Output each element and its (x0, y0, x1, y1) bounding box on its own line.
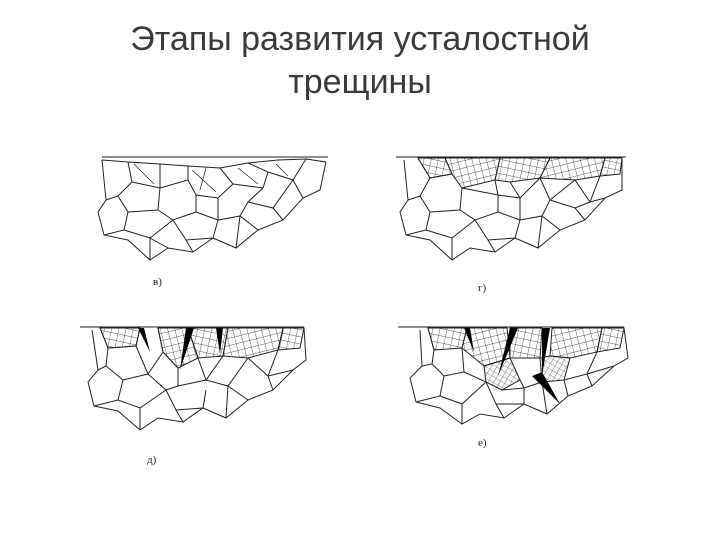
panel-label-e: е) (478, 437, 487, 449)
panel-v (88, 150, 338, 265)
panel-g (390, 150, 640, 265)
panel-label-d: д) (147, 454, 157, 466)
cracks-d (138, 328, 223, 370)
panel-d (78, 318, 323, 436)
cracks-e (464, 328, 560, 404)
grain-structure-e (398, 326, 629, 425)
panel-label-v: в) (153, 276, 162, 288)
grain-structure-v (97, 156, 328, 261)
slide-title: Этапы развития усталостной трещины (0, 18, 720, 104)
title-line-2: трещины (288, 63, 432, 101)
panel-e (392, 318, 637, 428)
grain-structure-d (80, 326, 307, 431)
panel-label-g: г) (478, 282, 487, 294)
title-line-1: Этапы развития усталостной (130, 20, 590, 58)
grain-structure-g (396, 156, 626, 261)
